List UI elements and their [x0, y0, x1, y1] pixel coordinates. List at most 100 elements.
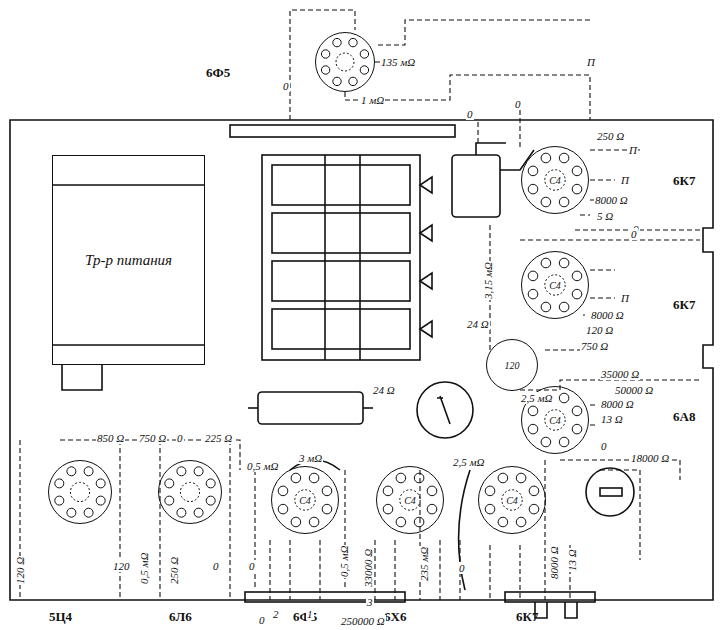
- trafo-band: [52, 185, 205, 390]
- value-label: 235 мΩ: [418, 546, 430, 582]
- socket-mark: С4: [549, 280, 561, 291]
- pin-hole: [528, 424, 538, 434]
- pin-hole: [321, 66, 329, 74]
- pin-hole: [559, 302, 569, 312]
- capacitor-section: [272, 309, 410, 349]
- pin-hole: [96, 496, 105, 505]
- resistor-lead: [363, 407, 373, 409]
- pin-hole: [559, 437, 569, 447]
- pin-hole: [572, 166, 582, 176]
- pin-hole: [485, 486, 495, 496]
- value-label: 850 Ω: [96, 432, 125, 444]
- pin-hole: [333, 77, 341, 85]
- tube-socket: 6Х6С4: [376, 466, 444, 534]
- pin-hole: [541, 153, 551, 163]
- value-label: 250000 Ω: [340, 615, 386, 627]
- value-label: 24 Ω: [372, 384, 396, 396]
- wire: [255, 470, 345, 600]
- pin-hole: [291, 473, 301, 483]
- coil-can: [452, 155, 500, 217]
- pot-knob: [600, 488, 622, 496]
- pin-hole: [572, 424, 582, 434]
- wire: [520, 380, 700, 480]
- tube-type: 6Л6: [169, 609, 192, 625]
- value-label: 33000 Ω: [362, 548, 374, 588]
- value-label: 0,5 мΩ: [338, 545, 350, 578]
- pin-hole: [396, 473, 406, 483]
- capacitor-shaft: [324, 155, 326, 360]
- wire: [290, 10, 355, 120]
- value-label: 225 Ω: [204, 432, 233, 444]
- pin-hole: [528, 166, 538, 176]
- socket-key: [180, 482, 199, 501]
- tuning-capacitor: [262, 155, 420, 360]
- tube-socket: 6Ф5С4: [271, 466, 339, 534]
- pin-hole: [165, 496, 174, 505]
- pin-hole: [165, 479, 174, 488]
- pin-hole: [529, 504, 539, 514]
- pin-hole: [383, 504, 393, 514]
- tube-type: 6Х6: [384, 609, 406, 625]
- tube-socket: 6Ф5: [315, 32, 375, 92]
- potentiometer: [586, 468, 634, 516]
- coil-wire: [459, 470, 470, 590]
- pin-hole: [559, 258, 569, 268]
- value-label: П: [628, 144, 638, 156]
- terminal-board: [245, 592, 405, 602]
- value-label: 250 Ω: [168, 556, 180, 585]
- pin-hole: [194, 467, 203, 476]
- value-label: 2: [272, 608, 280, 620]
- wire: [20, 440, 240, 600]
- pin-hole: [572, 289, 582, 299]
- dashed-wiring: [20, 10, 700, 600]
- socket-key: [545, 170, 565, 190]
- pin-hole: [84, 508, 93, 517]
- pin-hole: [96, 479, 105, 488]
- value-label: 0: [514, 98, 522, 110]
- pin-hole: [498, 473, 508, 483]
- tube-type: 6А8: [673, 409, 695, 425]
- socket-key: [545, 410, 565, 430]
- value-label: 120: [112, 560, 131, 572]
- socket-mark: С4: [549, 175, 561, 186]
- value-label: 0: [458, 562, 466, 574]
- pin-hole: [541, 302, 551, 312]
- wire: [490, 460, 640, 600]
- terminal-board: [505, 592, 595, 602]
- pin-hole: [206, 496, 215, 505]
- socket-mark: С4: [506, 495, 518, 506]
- value-label: 13 Ω: [566, 548, 578, 572]
- value-label: 2,5 мΩ: [452, 456, 485, 468]
- pin-hole: [84, 467, 93, 476]
- pin-hole: [541, 197, 551, 207]
- wire: [490, 225, 580, 350]
- value-label: 750 Ω: [580, 340, 609, 352]
- value-label: 0: [282, 80, 290, 92]
- part-name: Тр-р питания: [75, 248, 182, 273]
- pin-hole: [349, 77, 357, 85]
- pin-hole: [516, 473, 526, 483]
- wire: [378, 20, 590, 45]
- value-label: П: [620, 292, 630, 304]
- value-label: 50000 Ω: [614, 384, 654, 396]
- transformer-box: Тр-р питания: [52, 155, 205, 365]
- pin-hole: [485, 504, 495, 514]
- value-label: 0: [600, 440, 608, 452]
- pin-hole: [528, 271, 538, 281]
- socket-mark: С4: [299, 495, 311, 506]
- socket-key: [545, 275, 565, 295]
- pin-hole: [559, 197, 569, 207]
- value-label: 0,5 мΩ: [138, 552, 150, 585]
- wire: [478, 110, 520, 150]
- value-label: 8000 Ω: [548, 545, 560, 580]
- value-label: 0: [248, 560, 256, 572]
- coil-lead: [476, 143, 534, 170]
- pin-hole: [528, 184, 538, 194]
- pin-hole: [360, 50, 368, 58]
- pin-hole: [55, 479, 64, 488]
- resistor: [258, 392, 363, 424]
- socket-mark: С4: [549, 415, 561, 426]
- pin-hole: [278, 504, 288, 514]
- chassis-outline: [10, 120, 713, 600]
- value-label: 35000 Ω: [600, 368, 640, 380]
